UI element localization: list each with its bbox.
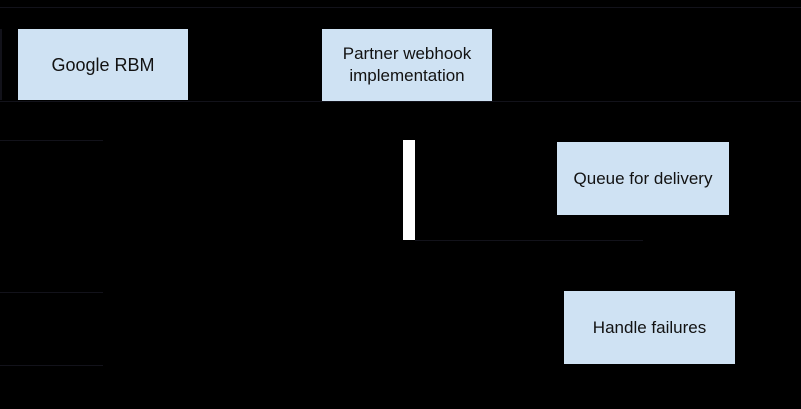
step-box-queue-for-delivery: Queue for delivery	[557, 142, 729, 215]
diagram-top-hairline	[0, 7, 801, 8]
step-label-handle-failures: Handle failures	[592, 317, 707, 337]
actor-label-google-rbm: Google RBM	[51, 54, 155, 75]
actor-box-partner-webhook: Partner webhook implementation	[322, 29, 492, 101]
step-label-queue-for-delivery: Queue for delivery	[573, 168, 713, 188]
activation-bar	[403, 140, 415, 240]
actor-header-baseline-hairline	[0, 101, 801, 102]
cropped-left-actor-edge	[0, 29, 2, 100]
message-line-segment	[0, 365, 103, 366]
message-line-segment	[0, 140, 103, 141]
message-line-segment	[415, 240, 643, 241]
step-box-handle-failures: Handle failures	[564, 291, 735, 364]
message-line-segment	[0, 292, 103, 293]
actor-box-google-rbm: Google RBM	[18, 29, 188, 100]
actor-label-partner-webhook: Partner webhook implementation	[342, 44, 472, 85]
